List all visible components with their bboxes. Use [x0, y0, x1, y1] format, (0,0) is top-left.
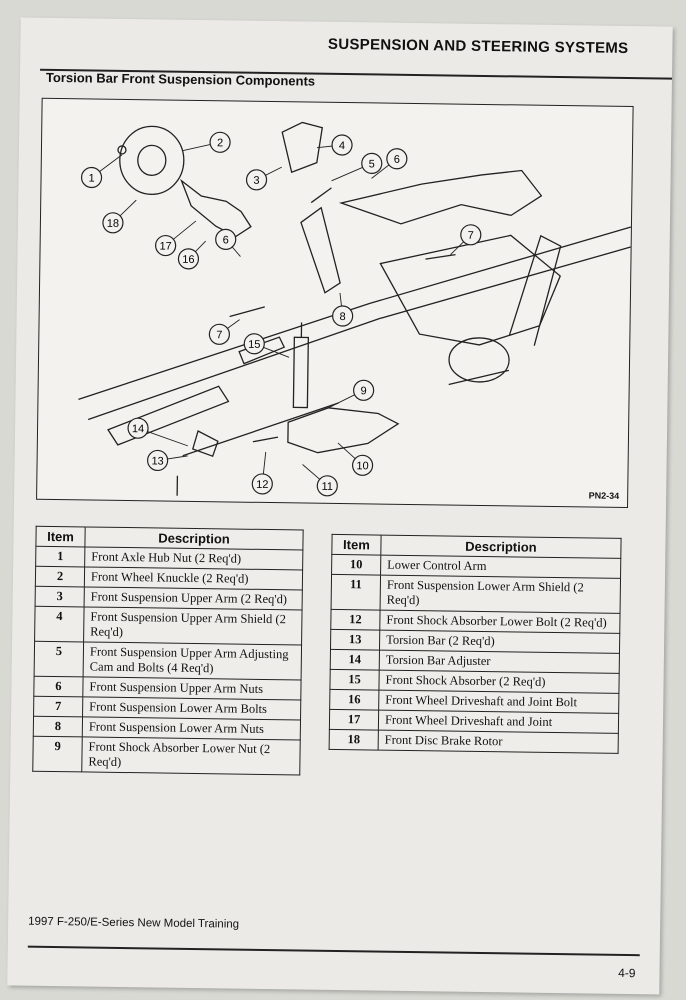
callout-label: 3: [253, 175, 259, 187]
callout-label: 7: [468, 230, 474, 242]
callout-4: 4: [331, 134, 353, 156]
lower-control-arm: [287, 407, 400, 454]
item-number: 4: [34, 606, 85, 642]
driveshaft-boot: [180, 178, 252, 238]
callout-label: 8: [339, 311, 345, 323]
callout-10: 10: [351, 454, 374, 476]
axle-housing: [448, 337, 510, 383]
torsion-bar-adjuster: [191, 430, 219, 458]
callout-15: 15: [243, 333, 265, 355]
item-number: 15: [329, 669, 380, 691]
item-number: 18: [329, 729, 379, 751]
item-number: 3: [35, 586, 85, 607]
item-number: 10: [331, 554, 381, 576]
callout-1: 1: [80, 166, 103, 189]
item-number: 8: [33, 716, 83, 737]
callout-7: 7: [460, 224, 482, 246]
item-description: Front Suspension Lower Arm Shield (2 Req…: [380, 575, 621, 614]
callout-label: 18: [107, 218, 119, 230]
item-number: 1: [35, 546, 85, 567]
torsion-bar: [182, 402, 339, 457]
frame-mount-rear: [338, 169, 543, 225]
item-number: 17: [329, 709, 379, 731]
callout-label: 4: [339, 140, 345, 152]
item-number: 5: [34, 641, 84, 677]
item-description: Front Shock Absorber Lower Nut (2 Req'd): [81, 736, 301, 775]
frame-crossmember-left: [107, 385, 230, 446]
callout-label: 13: [151, 455, 163, 467]
callout-label: 6: [394, 154, 400, 166]
callout-3: 3: [245, 169, 268, 191]
frame-bracket-upper: [300, 206, 341, 294]
figure-id: PN2-34: [588, 490, 620, 501]
callout-12: 12: [251, 473, 273, 495]
item-description: Front Suspension Upper Arm Adjusting Cam…: [83, 641, 302, 680]
manual-page: SUSPENSION AND STEERING SYSTEMS Torsion …: [7, 17, 673, 995]
callout-6: 6: [215, 228, 237, 250]
callout-label: 14: [132, 423, 144, 435]
item-number: 7: [33, 696, 83, 717]
callout-label: 9: [360, 385, 366, 397]
page-number: 4-9: [618, 965, 636, 981]
item-description: Front Suspension Upper Arm Shield (2 Req…: [83, 606, 303, 645]
callout-label: 16: [182, 254, 194, 266]
callout-label: 15: [248, 339, 260, 351]
item-number: 9: [32, 736, 83, 772]
item-number: 2: [35, 566, 85, 587]
figure-title: Torsion Bar Front Suspension Components: [45, 69, 316, 89]
callout-5: 5: [361, 152, 383, 175]
callout-14: 14: [127, 417, 149, 439]
callout-2: 2: [209, 131, 231, 153]
callout-label: 11: [321, 481, 333, 493]
callout-label: 17: [159, 240, 171, 252]
callout-6: 6: [386, 148, 408, 170]
callout-label: 5: [369, 158, 375, 170]
column-header-item: Item: [35, 526, 86, 547]
callout-16: 16: [177, 248, 200, 270]
callout-label: 1: [88, 172, 94, 184]
callout-7: 7: [208, 323, 230, 345]
callout-9: 9: [353, 379, 375, 401]
item-number: 14: [330, 649, 380, 671]
frame-rail-front: [78, 226, 632, 400]
footer-course-title: 1997 F-250/E-Series New Model Training: [28, 915, 240, 931]
callout-label: 12: [256, 479, 268, 491]
item-number: 13: [330, 629, 380, 651]
upper-arm: [281, 121, 324, 174]
differential-housing: [379, 234, 562, 346]
item-number: 12: [330, 609, 381, 631]
callout-label: 7: [216, 329, 222, 341]
callout-label: 6: [223, 234, 229, 246]
item-number: 16: [329, 689, 379, 711]
callout-8: 8: [332, 305, 354, 327]
footer-rule: [27, 945, 640, 956]
column-header-item: Item: [331, 534, 382, 556]
section-title: SUSPENSION AND STEERING SYSTEMS: [327, 35, 629, 57]
callout-13: 13: [147, 449, 169, 472]
callout-17: 17: [155, 234, 177, 257]
callout-18: 18: [102, 212, 124, 234]
item-number: 11: [331, 574, 381, 611]
callout-label: 10: [356, 460, 368, 472]
callout-label: 2: [217, 137, 223, 149]
rotor-outline: [119, 125, 185, 195]
item-number: 6: [33, 676, 84, 697]
item-description: Front Disc Brake Rotor: [378, 730, 619, 754]
callout-11: 11: [316, 475, 338, 497]
